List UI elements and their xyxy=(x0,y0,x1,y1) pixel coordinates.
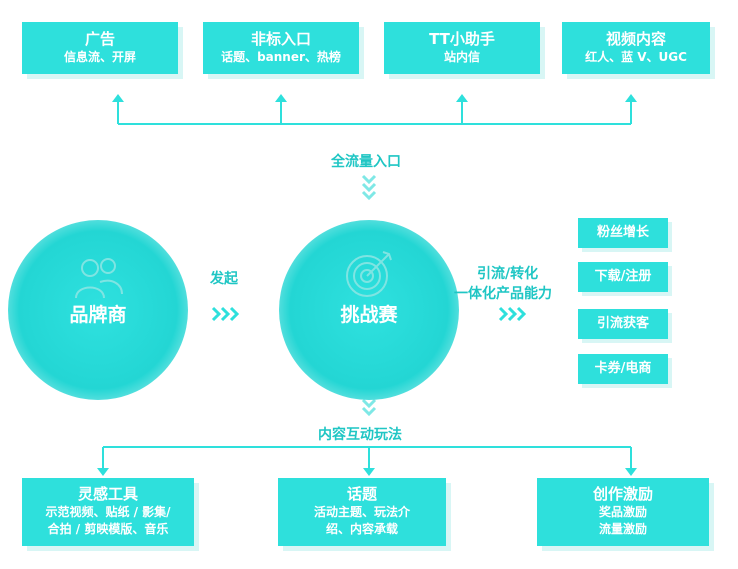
bottom-box-creation-incentive: 创作激励 奖品激励 流量激励 xyxy=(537,478,709,546)
initiate-label: 发起 xyxy=(210,271,238,287)
bottom-box-inspiration: 灵感工具 示范视频、贴纸 / 影集/ 合拍 / 剪映模版、音乐 xyxy=(22,478,194,546)
brand-label: 品牌商 xyxy=(69,304,127,326)
content-interaction-label: 内容互动玩法 xyxy=(318,427,402,443)
product-capability-label: 一体化产品能力 xyxy=(454,286,552,302)
top-box-title: 广告 xyxy=(84,30,115,48)
top-box-title: 视频内容 xyxy=(605,30,666,48)
top-box-subtitle: 红人、蓝 V、UGC xyxy=(585,50,687,64)
bottom-box-title: 话题 xyxy=(346,485,377,503)
top-box-entry: 非标入口 话题、banner、热榜 xyxy=(203,22,359,74)
brand-circle: 品牌商 xyxy=(8,220,188,400)
people-icon xyxy=(75,258,123,299)
target-icon xyxy=(346,251,392,297)
challenge-circle: 挑战赛 xyxy=(279,220,459,400)
bottom-box-line2: 绍、内容承载 xyxy=(325,522,398,536)
conversion-label: 引流/转化 xyxy=(477,266,539,282)
top-box-ad: 广告 信息流、开屏 xyxy=(22,22,178,74)
challenge-label: 挑战赛 xyxy=(340,304,398,326)
full-traffic-label: 全流量入口 xyxy=(331,154,401,170)
top-box-subtitle: 话题、banner、热榜 xyxy=(221,50,341,64)
top-box-title: 非标入口 xyxy=(250,30,311,48)
item-coupon-ecommerce: 卡券/电商 xyxy=(578,354,668,384)
bottom-box-title: 灵感工具 xyxy=(77,485,138,503)
bottom-box-line2: 合拍 / 剪映模版、音乐 xyxy=(47,522,169,536)
bottom-box-line1: 奖品激励 xyxy=(598,505,647,519)
bottom-box-line1: 活动主题、玩法介 xyxy=(313,505,410,519)
bottom-box-line2: 流量激励 xyxy=(598,522,647,536)
top-box-subtitle: 信息流、开屏 xyxy=(63,50,136,64)
top-box-subtitle: 站内信 xyxy=(443,50,480,64)
top-box-assistant: TT小助手 站内信 xyxy=(384,22,540,74)
top-box-video: 视频内容 红人、蓝 V、UGC xyxy=(562,22,710,74)
bottom-box-title: 创作激励 xyxy=(592,485,653,503)
item-lead-acquisition: 引流获客 xyxy=(578,309,668,339)
bottom-box-topic: 话题 活动主题、玩法介 绍、内容承载 xyxy=(278,478,446,546)
bottom-box-line1: 示范视频、贴纸 / 影集/ xyxy=(45,505,171,519)
item-fans-growth: 粉丝增长 xyxy=(578,218,668,248)
top-box-title: TT小助手 xyxy=(429,30,495,48)
item-download-register: 下载/注册 xyxy=(578,262,668,292)
